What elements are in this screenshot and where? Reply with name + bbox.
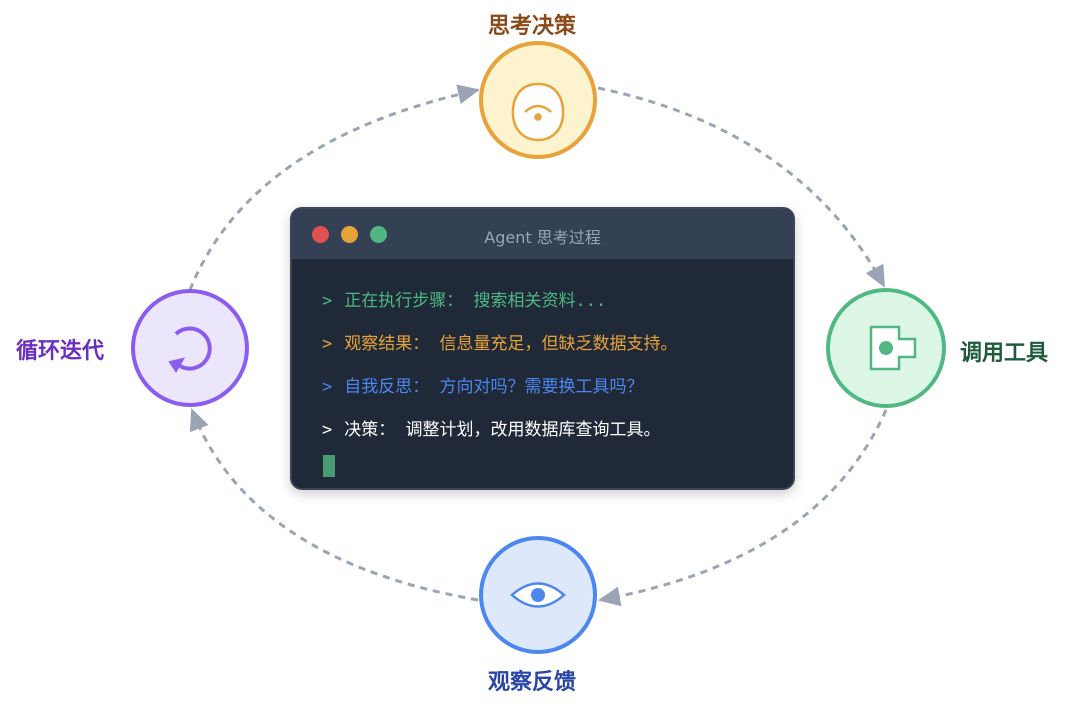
terminal-line: >自我反思： 方向对吗？需要换工具吗？: [322, 377, 644, 397]
think-node[interactable]: [479, 41, 597, 159]
loop-node[interactable]: [131, 289, 249, 407]
think-label: 思考决策: [488, 14, 577, 39]
close-dot[interactable]: [312, 226, 329, 243]
minimize-dot[interactable]: [341, 226, 358, 243]
terminal-line: >决策： 调整计划，改用数据库查询工具。: [322, 420, 661, 440]
refresh-icon: [168, 326, 212, 373]
terminal-window: Agent 思考过程 >正在执行步骤： 搜索相关资料... >观察结果： 信息量…: [290, 207, 795, 490]
eye-icon: [510, 582, 566, 608]
terminal-line: >正在执行步骤： 搜索相关资料...: [322, 291, 607, 311]
arrow-observe-to-loop: [189, 408, 479, 602]
loop-label: 循环迭代: [16, 339, 105, 364]
arrow-loop-to-think: [188, 84, 480, 291]
observe-node[interactable]: [479, 536, 597, 654]
egg-head-icon: [511, 82, 565, 142]
terminal-cursor: [323, 455, 335, 477]
arrow-tool-to-observe: [598, 409, 888, 607]
maximize-dot[interactable]: [370, 226, 387, 243]
tool-node[interactable]: [826, 288, 946, 408]
terminal-line: >观察结果： 信息量充足，但缺乏数据支持。: [322, 334, 678, 354]
terminal-title: Agent 思考过程: [484, 228, 601, 247]
observe-label: 观察反馈: [488, 670, 577, 695]
arrow-think-to-tool: [597, 86, 886, 288]
tool-label: 调用工具: [960, 341, 1049, 366]
terminal-titlebar: Agent 思考过程: [292, 209, 793, 259]
